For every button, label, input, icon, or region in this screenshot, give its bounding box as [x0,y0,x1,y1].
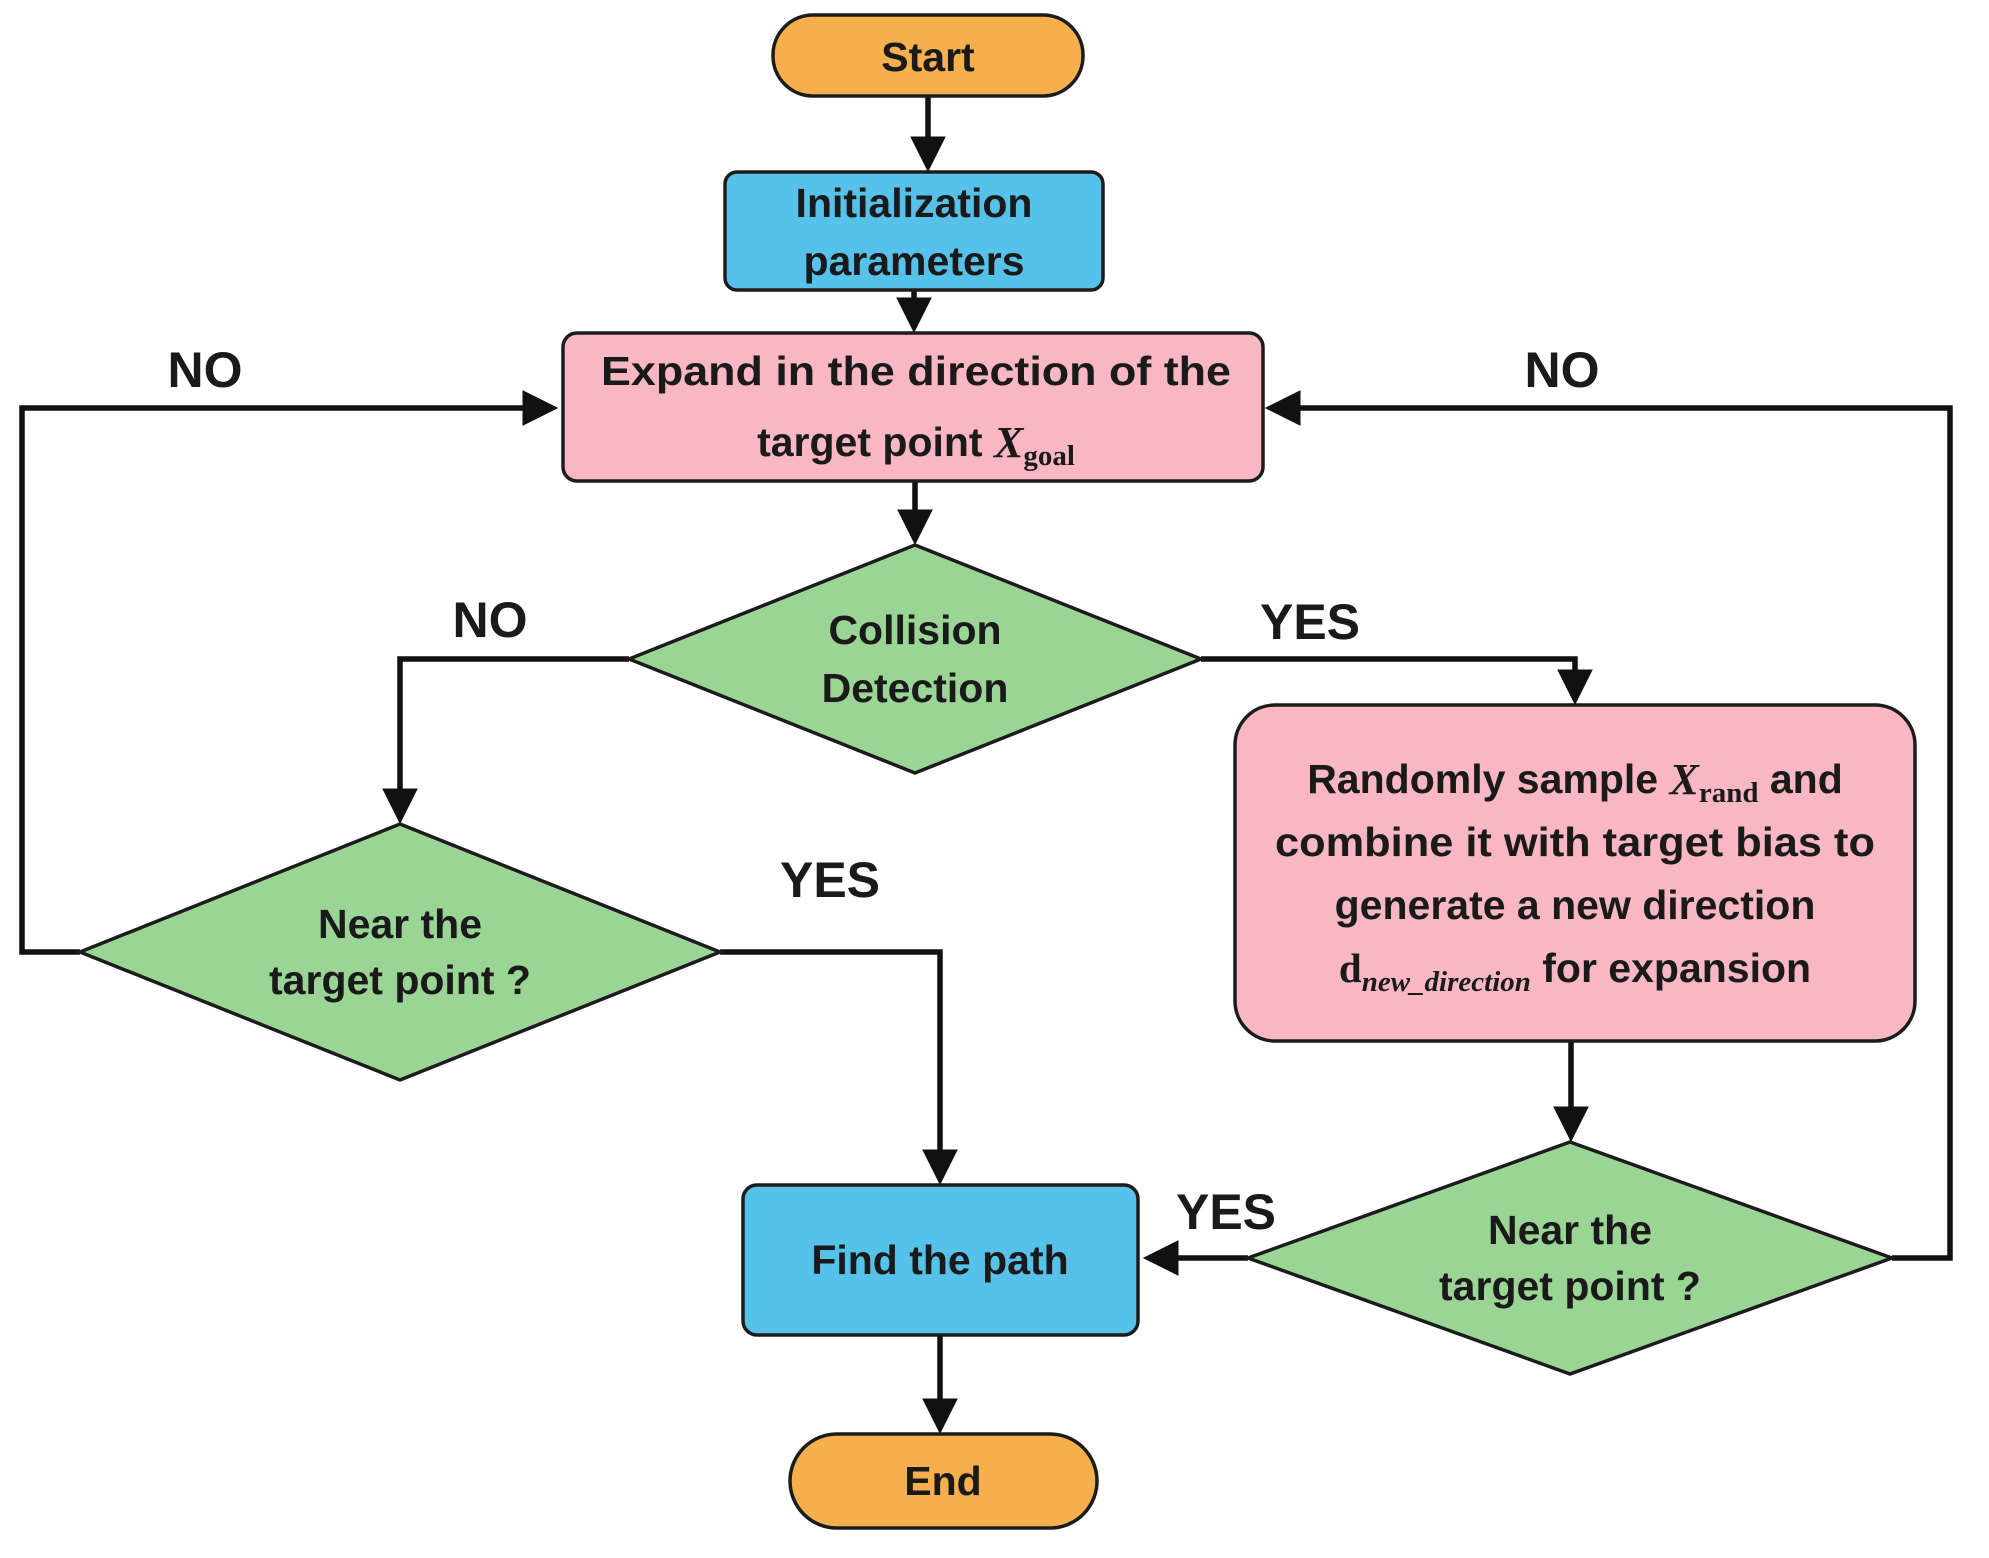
edge-labels: NO NO NO YES YES YES [168,342,1600,1240]
find-path-box-shape [741,1183,1140,1337]
near-target-right-label-line1: Near the [1488,1207,1652,1253]
node-find-path: Find the path [741,1183,1140,1337]
label-no-right-loop: NO [1525,342,1600,398]
start-label: Start [881,34,975,80]
node-collision-detection: Collision Detection [624,543,1206,775]
random-sample-box-shape [1233,703,1917,1043]
label-near-right-yes: YES [1176,1184,1276,1240]
node-random-sample: Randomly sample Xrand and combine it wit… [1233,703,1917,1043]
edge-near-left-no-loop-to-expand [19,390,559,955]
label-collision-no: NO [453,592,528,648]
edge-near-right-no-loop-to-expand [1264,390,1953,1261]
near-target-right-label-line2: target point ? [1439,1263,1701,1309]
node-expand: Expand in the direction of the target po… [561,331,1265,483]
end-pill-shape [788,1432,1099,1530]
expand-box-shape [561,331,1265,483]
edges [19,96,1953,1435]
edge-collision-yes-to-sample [1201,656,1593,706]
collision-label-line1: Collision [828,607,1001,653]
label-near-left-yes: YES [780,852,880,908]
edge-collision-no-to-near-left [382,656,629,825]
random-sample-label-line3: generate a new direction [1335,882,1816,928]
expand-label-line1: Expand in the direction of the [601,348,1231,394]
node-end: End [788,1432,1099,1530]
initialization-label-line1: Initialization [796,180,1033,226]
label-no-left-loop: NO [168,342,243,398]
near-target-right-diamond-shape [1242,1140,1898,1376]
near-target-left-diamond-shape [75,822,725,1082]
random-sample-label-line2: combine it with target bias to [1275,819,1875,865]
node-near-target-right: Near the target point ? [1242,1140,1898,1376]
random-sample-label-line1: Randomly sample Xrand and [1307,755,1843,810]
edge-near-left-yes-to-find [720,949,958,1186]
initialization-box-shape [723,170,1105,292]
node-initialization: Initialization parameters [723,170,1105,292]
label-collision-yes: YES [1260,594,1360,650]
expand-label-line2: target point Xgoal [757,418,1075,473]
find-path-label: Find the path [811,1237,1068,1283]
end-label: End [904,1458,981,1504]
near-target-left-label-line1: Near the [318,901,482,947]
collision-label-line2: Detection [822,665,1009,711]
initialization-label-line2: parameters [803,238,1024,284]
start-pill-shape [771,13,1085,98]
collision-diamond-shape [624,543,1206,775]
random-sample-label-line4: dnew_direction for expansion [1339,945,1811,998]
node-start: Start [771,13,1085,98]
near-target-left-label-line2: target point ? [269,957,531,1003]
node-near-target-left: Near the target point ? [75,822,725,1082]
